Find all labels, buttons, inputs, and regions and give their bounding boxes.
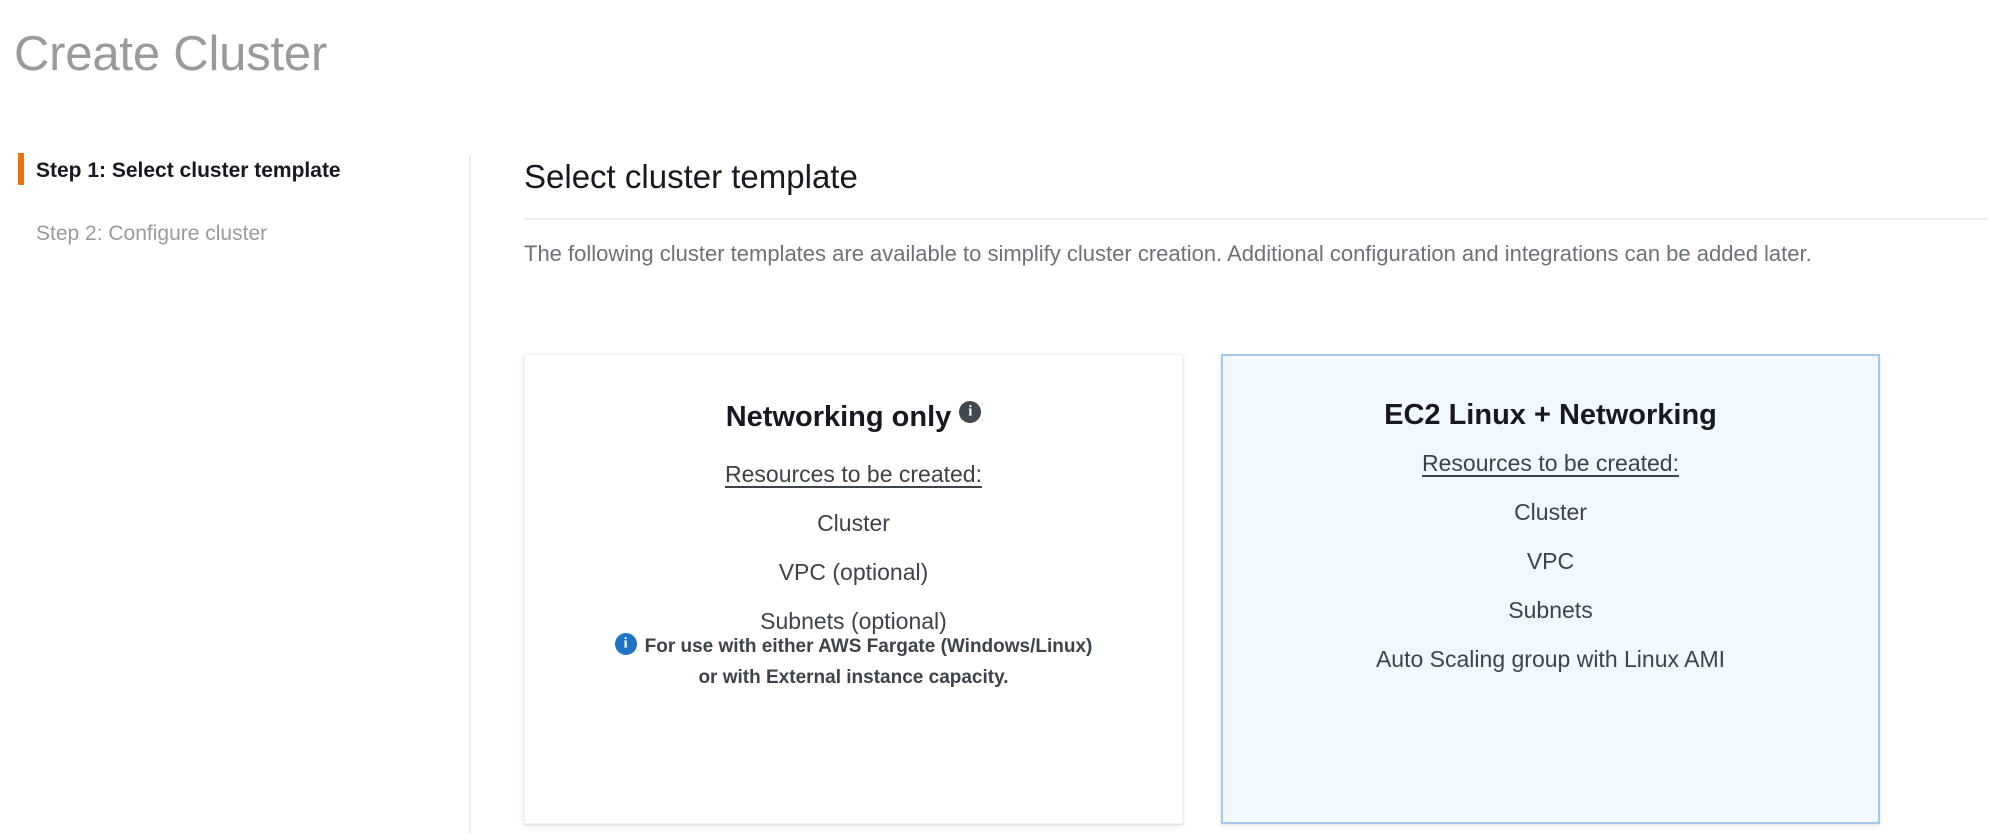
info-icon-glyph: i [623,635,628,652]
card-note-line-1: For use with either AWS Fargate (Windows… [644,636,1093,657]
wizard-sidebar: Step 1: Select cluster template Step 2: … [0,150,470,833]
info-icon-circle: i [959,401,982,423]
template-card-networking-only[interactable]: Networking only i Resources to be created… [524,354,1183,824]
section-title: Select cluster template [524,158,858,195]
card-note-line-2: or with External instance capacity. [698,666,1009,688]
info-icon[interactable]: i [959,397,982,432]
sidebar-step-2[interactable]: Step 2: Configure cluster [36,222,268,245]
resources-heading-networking-only: Resources to be created: [725,460,982,487]
sidebar-step-1[interactable]: Step 1: Select cluster template [36,159,341,182]
template-card-ec2-linux-networking[interactable]: EC2 Linux + Networking Resources to be c… [1221,354,1880,824]
resource-item: VPC [1526,547,1575,574]
section-divider [524,218,1988,220]
resource-list-ec2-linux-networking: Cluster VPC Subnets Auto Scaling group w… [1223,499,1878,673]
resource-item: VPC (optional) [778,558,929,585]
resource-item: Auto Scaling group with Linux AMI [1375,645,1726,672]
resources-heading-ec2-linux-networking: Resources to be created: [1422,449,1679,476]
info-icon-glyph: i [968,403,973,420]
section-description: The following cluster templates are avai… [524,241,1812,266]
info-icon-circle: i [614,633,637,655]
sidebar-divider [469,155,471,833]
card-title-networking-only: Networking only i [525,397,1182,435]
page-title: Create Cluster [14,27,328,81]
card-title-ec2-linux-networking: EC2 Linux + Networking [1384,399,1717,431]
resource-item: Subnets (optional) [760,607,947,634]
resource-item: Cluster [1514,498,1587,525]
active-step-marker [18,153,24,185]
resource-item: Cluster [817,509,890,536]
resource-list-networking-only: Cluster VPC (optional) Subnets (optional… [525,510,1182,635]
resource-item: Subnets [1508,596,1593,623]
card-title-text: Networking only [725,401,952,433]
info-icon: i [614,633,637,664]
main-content: Select cluster template The following cl… [524,150,1999,833]
card-note-networking-only: i For use with either AWS Fargate (Window… [565,633,1142,691]
